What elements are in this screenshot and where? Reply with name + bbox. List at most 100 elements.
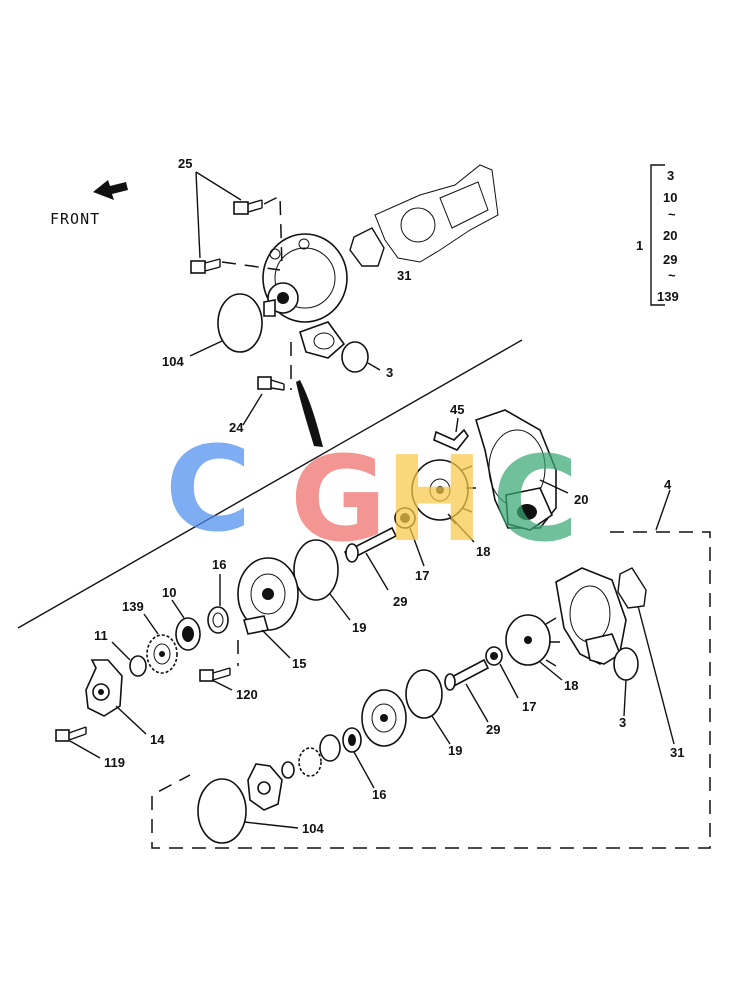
shaft-29 (343, 526, 398, 563)
kit-bracket (650, 164, 665, 306)
watermark-letter: C (492, 430, 579, 568)
callout-29-kit: 29 (486, 722, 500, 737)
o-ring-104-top (217, 293, 263, 353)
callout-17: 17 (415, 568, 429, 583)
kit-o-ring-3 (613, 647, 639, 681)
callout-119: 119 (104, 755, 125, 770)
callout-19-kit: 19 (448, 743, 462, 758)
kit-cover (247, 763, 283, 811)
leader-25 (195, 171, 201, 259)
leader-29-kit (465, 683, 489, 723)
bracket-item: 20 (663, 228, 677, 243)
gear-139 (146, 634, 178, 674)
kit-impeller-18 (505, 614, 560, 667)
callout-18: 18 (476, 544, 490, 559)
leader-24 (242, 393, 263, 426)
bolt-119 (55, 726, 87, 742)
leader-45 (455, 417, 459, 433)
bolt-path-lines (221, 194, 283, 271)
front-label: FRONT (50, 210, 100, 228)
kit-shaft-29 (444, 658, 490, 691)
leader-19-kit (431, 715, 451, 745)
callout-29: 29 (393, 594, 407, 609)
callout-17-kit: 17 (522, 699, 536, 714)
section-divider (17, 339, 523, 629)
leader-139 (143, 613, 159, 635)
leader-17-kit (499, 663, 519, 699)
bracket-item: 10 (663, 190, 677, 205)
leader-4 (655, 489, 671, 531)
bracket-item: 139 (657, 289, 679, 304)
o-ring-19 (293, 539, 339, 601)
callout-16: 16 (212, 557, 226, 572)
callout-11: 11 (94, 628, 108, 643)
gasket-31 (349, 227, 385, 267)
leader-3-kit (623, 679, 627, 717)
callout-14: 14 (150, 732, 165, 747)
callout-3-kit: 3 (619, 715, 626, 730)
callout-19: 19 (352, 620, 366, 635)
leader-119 (69, 740, 101, 759)
hose-45 (433, 428, 469, 451)
kit-bearing (319, 734, 341, 762)
kit-pump-housing (555, 567, 627, 665)
leader-15 (261, 629, 291, 659)
kit-o-ring-19 (405, 669, 443, 719)
callout-31: 31 (397, 268, 411, 283)
callout-16-kit: 16 (372, 787, 386, 802)
leader-16-kit (353, 751, 375, 789)
callout-120: 120 (236, 687, 258, 702)
callout-104-kit: 104 (302, 821, 324, 836)
leader-18 (447, 513, 475, 543)
leader-10 (171, 599, 185, 619)
bearing-16 (207, 606, 229, 634)
front-arrow-icon (93, 180, 128, 200)
leader-20 (539, 479, 569, 494)
leader-25 (195, 171, 242, 201)
leader-3 (367, 362, 381, 371)
callout-139: 139 (122, 599, 144, 614)
ring-11 (129, 655, 147, 677)
leader-19 (329, 593, 351, 621)
leader-14 (115, 705, 147, 735)
callout-104: 104 (162, 354, 184, 369)
bolt-25-a (233, 199, 263, 215)
callout-3: 3 (386, 365, 393, 380)
bolt-120 (199, 667, 231, 682)
callout-4: 4 (664, 477, 672, 492)
water-pump-top (262, 233, 348, 359)
callout-10: 10 (162, 585, 176, 600)
bracket-item: 3 (667, 168, 674, 183)
callout-45: 45 (450, 402, 464, 417)
engine-cover-phantom (374, 164, 499, 263)
leader-17 (409, 527, 425, 567)
bearing-10 (175, 617, 201, 651)
bolt-24 (257, 376, 285, 391)
leader-11 (111, 641, 131, 661)
watermark-letter: H (385, 430, 484, 568)
cover-14 (85, 659, 123, 717)
leader-31-kit (637, 605, 675, 745)
kit-seal-17 (485, 646, 503, 666)
kit-ring (281, 761, 295, 779)
callout-31-kit: 31 (670, 745, 684, 760)
kit-4-box (151, 531, 711, 849)
pump-housing-20 (475, 409, 557, 531)
callout-15: 15 (292, 656, 306, 671)
kit-bearing-16 (342, 727, 362, 753)
kit-pump-body (361, 689, 407, 747)
bolt-25-b (190, 258, 221, 274)
watermark: C G H C (165, 420, 579, 568)
bracket-tilde: ~ (668, 268, 676, 283)
detail-arrow-icon (296, 380, 323, 447)
kit-gasket-31 (617, 567, 647, 609)
pump-body-15 (237, 557, 299, 635)
kit-o-ring-104 (197, 778, 247, 844)
leader-120 (211, 679, 233, 691)
impeller-18 (411, 459, 476, 525)
callout-24: 24 (229, 420, 244, 435)
bracket-item: 29 (663, 252, 677, 267)
seal-17 (394, 507, 416, 529)
leader-29 (365, 552, 389, 591)
